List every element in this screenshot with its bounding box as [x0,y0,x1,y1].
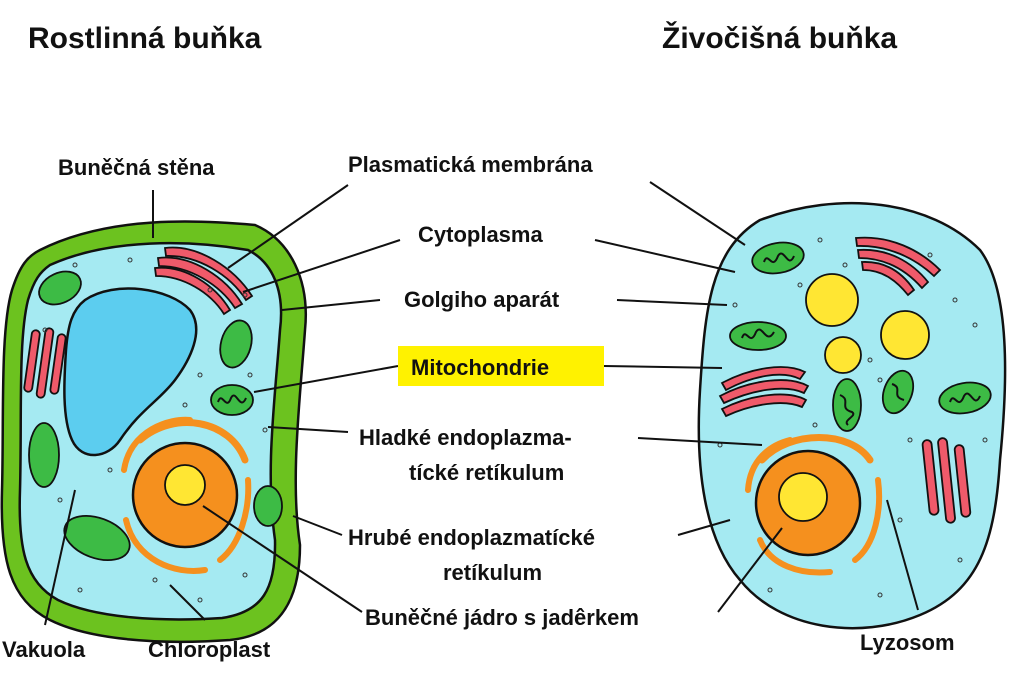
plant-cell-title: Rostlinná buňka [28,22,262,55]
lysosome-3 [824,336,862,374]
label-rough-er-line1: Hrubé endoplazmatícké [348,525,595,550]
leader-lines [44,181,919,626]
label-nucleus: Buněčné jádro s jadêrkem [365,605,639,630]
vacuole [63,287,198,457]
label-vacuole: Vakuola [2,637,86,662]
lysosome-1 [805,273,859,327]
chloroplast-1 [38,270,82,306]
chloroplast-2 [219,319,253,369]
animal-golgi-top [854,236,942,297]
label-mitochondria: Mitochondrie [411,355,549,380]
label-golgi: Golgiho aparát [404,287,560,312]
label-lysosome: Lyzosom [860,630,955,655]
animal-mitochondria [729,241,992,432]
animal-golgi-left [718,366,810,418]
label-cytoplasm: Cytoplasma [418,222,543,247]
plant-mitochondrion [210,384,254,416]
mitochondria-highlight [398,346,604,386]
plant-nucleus [121,416,252,574]
plant-golgi-left [23,327,67,399]
plant-cell [0,220,307,644]
animal-golgi-right [921,437,972,524]
chloroplast-3 [28,422,60,488]
label-smooth-er-line2: tícké retíkulum [409,460,564,485]
label-cell-wall: Buněčná stěna [58,155,215,180]
chloroplast-4 [63,514,131,562]
label-smooth-er-line1: Hladké endoplazma- [359,425,572,450]
plant-cytoplasm-dots [42,257,268,603]
label-plasma-membrane: Plasmatická membrána [348,152,593,177]
lysosome-2 [880,310,930,360]
animal-cell [697,201,1007,630]
label-rough-er-line2: retíkulum [443,560,542,585]
chloroplast-5 [253,485,283,527]
label-chloroplast: Chloroplast [148,637,271,662]
animal-cell-title: Živočišná buňka [662,21,897,55]
